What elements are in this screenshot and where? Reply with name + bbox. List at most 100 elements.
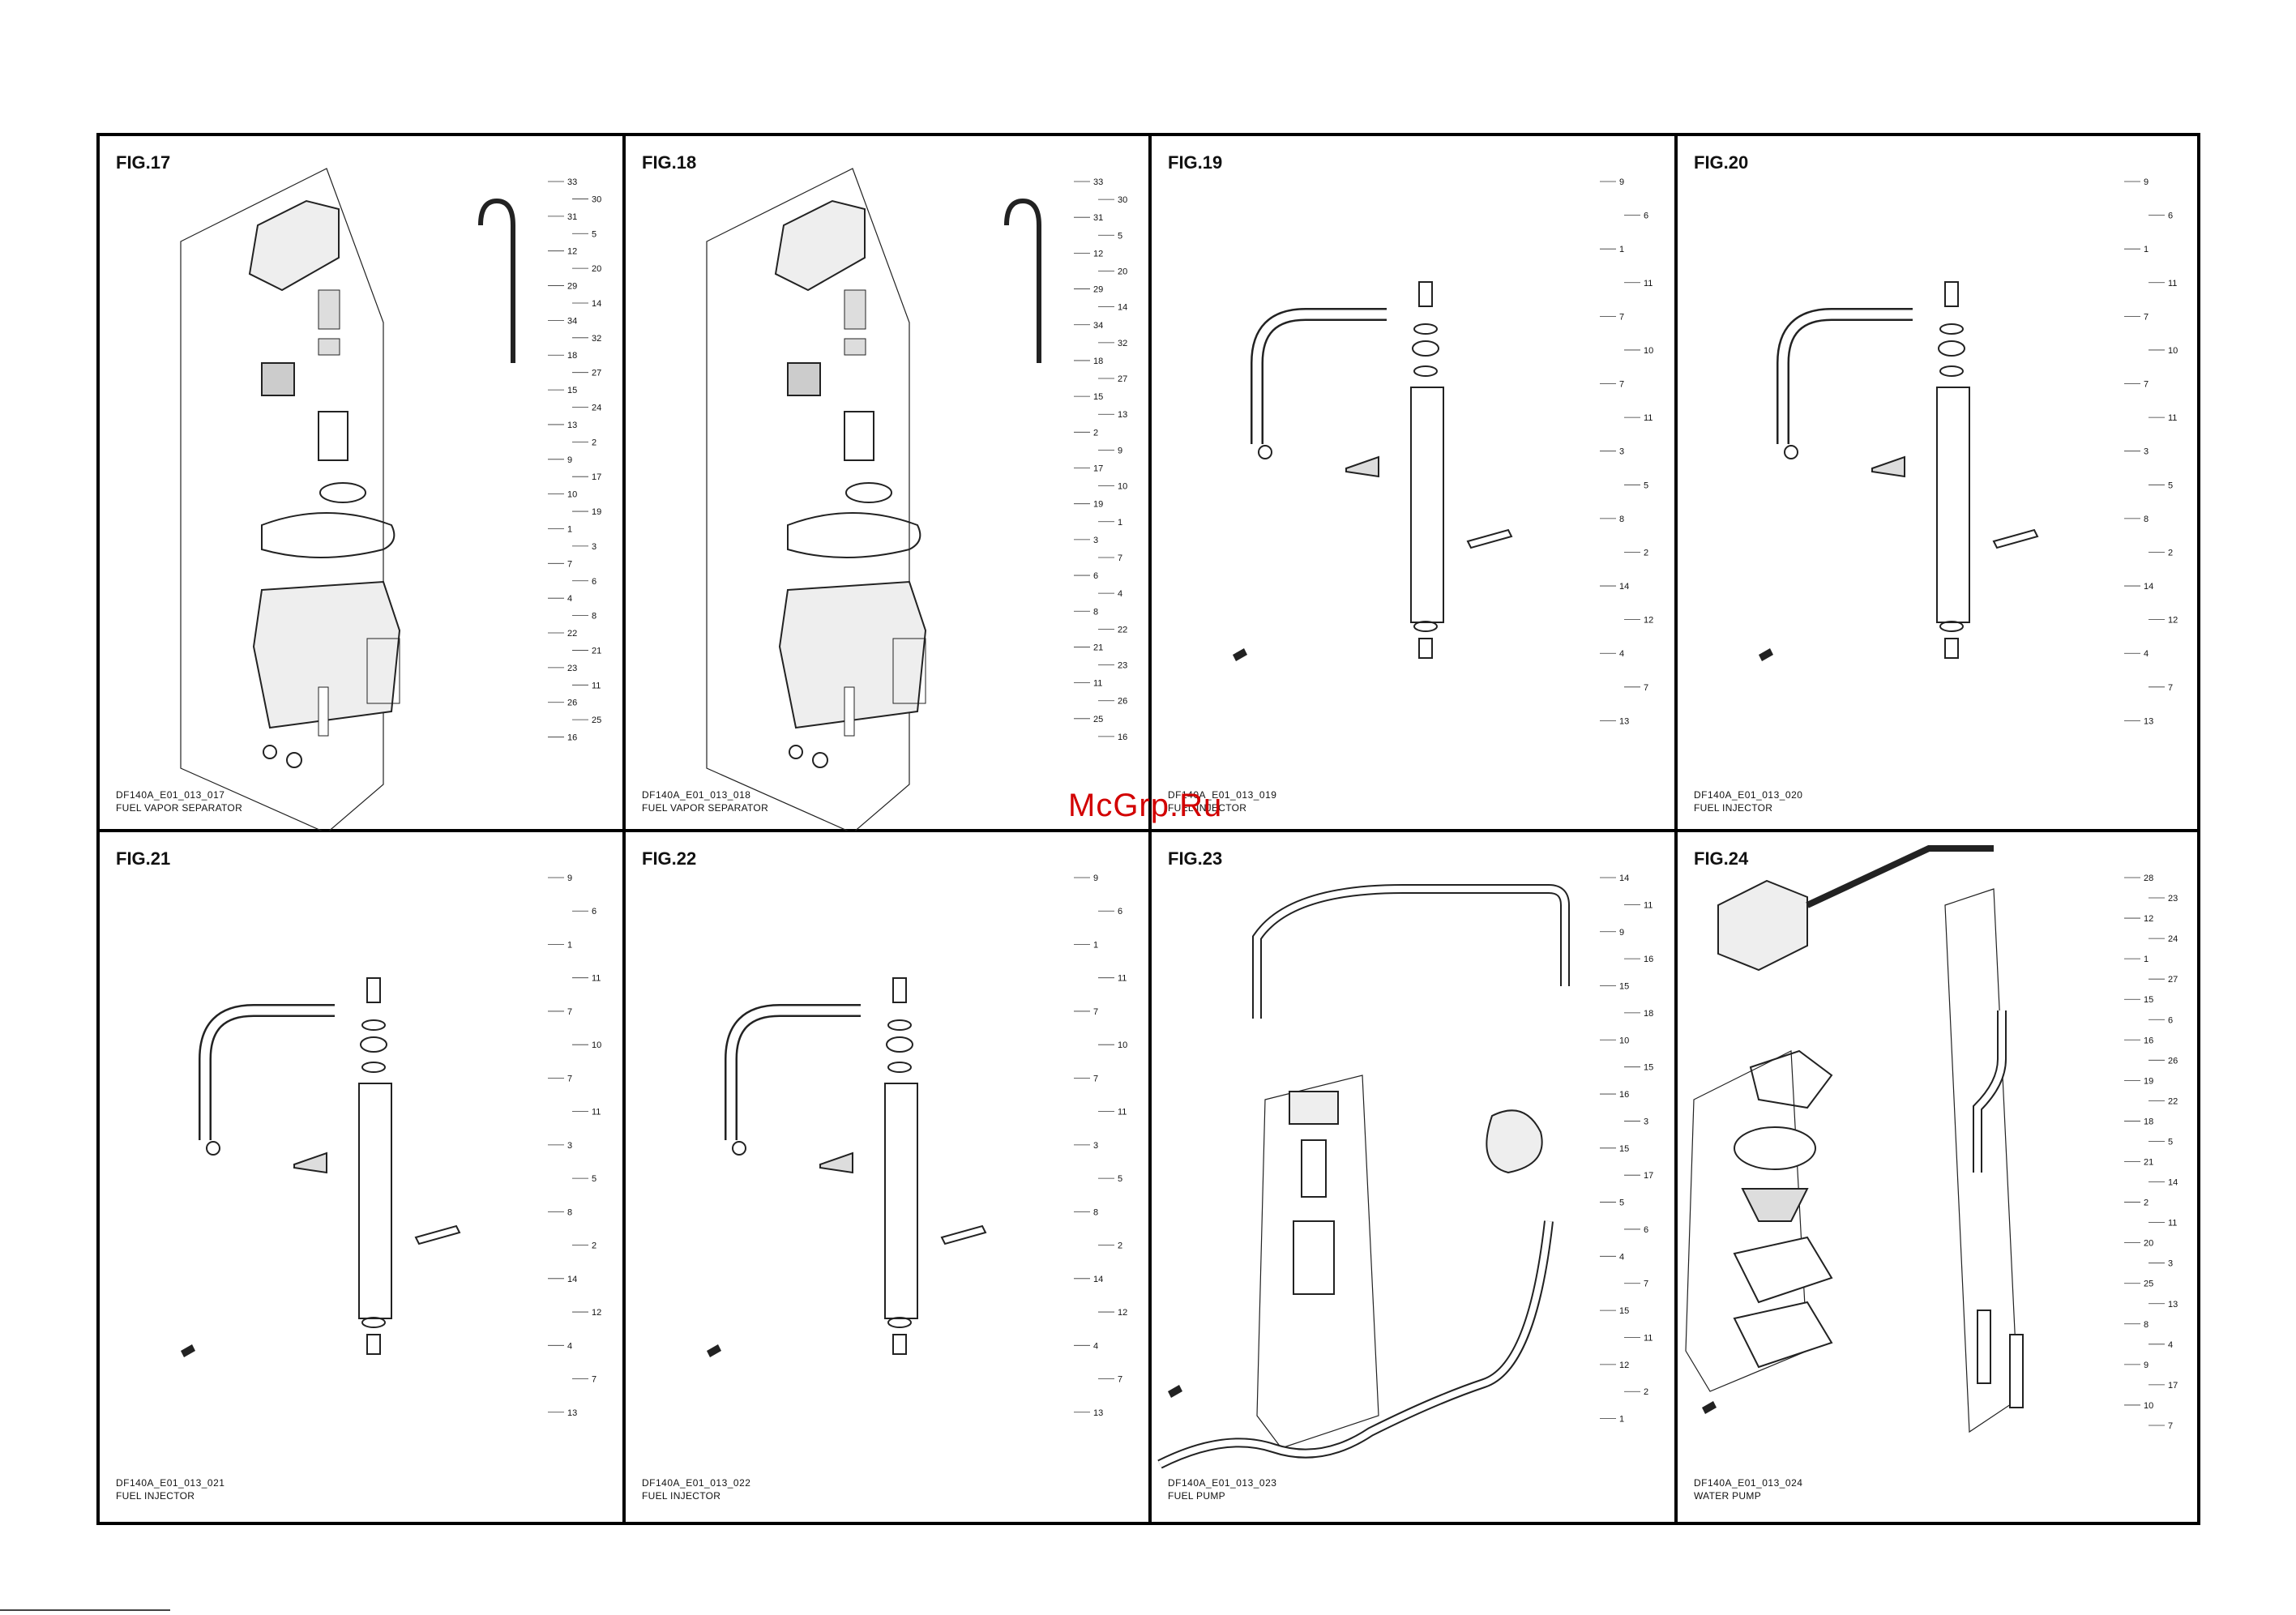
part-callout: 18 (1093, 357, 1103, 366)
part-callout: 11 (2168, 1219, 2177, 1228)
part-callout: 12 (1644, 616, 1653, 626)
part-callout: 8 (1093, 1207, 1098, 1217)
part-callout: 6 (1644, 211, 1648, 221)
part-callout: 7 (1644, 1280, 1648, 1289)
part-callout: 7 (1093, 1074, 1098, 1083)
footer-rule (0, 1609, 170, 1611)
part-callout: 20 (2144, 1239, 2153, 1249)
figure-caption: WATER PUMP (1694, 1490, 1761, 1502)
part-callout: 11 (2168, 279, 2177, 288)
part-callout: 4 (567, 594, 572, 604)
figure-code: DF140A_E01_013_021 (116, 1477, 225, 1489)
part-callout: 10 (1118, 1040, 1127, 1050)
part-callout: 18 (2144, 1117, 2153, 1126)
part-callout: 19 (2144, 1076, 2153, 1086)
part-callout: 7 (1644, 683, 1648, 693)
part-callout: 14 (1619, 874, 1629, 883)
part-callout: 7 (1619, 380, 1624, 390)
part-callout: 2 (1644, 1387, 1648, 1397)
part-callout: 9 (567, 874, 572, 883)
part-callout: 2 (1093, 428, 1098, 438)
part-callout: 13 (1118, 410, 1127, 420)
part-callout: 16 (2144, 1036, 2153, 1045)
part-callout: 12 (1118, 1308, 1127, 1318)
part-callout: 10 (2168, 346, 2178, 356)
part-callout: 29 (567, 282, 577, 292)
part-callout: 26 (567, 699, 577, 708)
part-callout: 4 (1619, 649, 1624, 659)
part-callout: 11 (1644, 900, 1653, 910)
figure-code: DF140A_E01_013_019 (1168, 789, 1277, 801)
figure-title: FIG.19 (1168, 152, 1223, 173)
part-callout: 6 (1093, 571, 1098, 581)
figure-caption: FUEL INJECTOR (116, 1490, 195, 1502)
part-callout: 15 (2144, 995, 2153, 1005)
part-callout: 6 (1644, 1225, 1648, 1235)
part-callout: 9 (2144, 177, 2148, 187)
figure-title: FIG.21 (116, 848, 171, 869)
part-callout: 3 (567, 1141, 572, 1151)
part-callout: 15 (1619, 1306, 1629, 1316)
part-callout: 8 (2144, 1320, 2148, 1330)
part-callout: 23 (2168, 894, 2178, 904)
figure-caption: FUEL INJECTOR (642, 1490, 721, 1502)
part-callout: 27 (2168, 975, 2178, 985)
fuel-vapor-separator-diagram: 3330315122029143432182715241329171019137… (180, 168, 601, 831)
figure-code: DF140A_E01_013_024 (1694, 1477, 1803, 1489)
part-callout: 7 (1118, 1375, 1122, 1385)
part-callout: 7 (1118, 553, 1122, 563)
part-callout: 10 (567, 490, 577, 500)
figure-title: FIG.17 (116, 152, 171, 173)
part-callout: 14 (1093, 1275, 1103, 1284)
figure-code: DF140A_E01_013_023 (1168, 1477, 1277, 1489)
part-callout: 11 (592, 1108, 601, 1117)
figure-code: DF140A_E01_013_022 (642, 1477, 751, 1489)
part-callout: 14 (592, 299, 601, 309)
part-callout: 14 (567, 1275, 577, 1284)
figure-title: FIG.24 (1694, 848, 1749, 869)
part-callout: 33 (567, 177, 577, 187)
part-callout: 1 (567, 524, 572, 534)
part-callout: 7 (2168, 1421, 2173, 1431)
part-callout: 10 (2144, 1401, 2153, 1411)
part-callout: 6 (2168, 211, 2173, 221)
part-callout: 3 (1093, 536, 1098, 545)
part-callout: 11 (1093, 679, 1102, 689)
part-callout: 10 (592, 1040, 601, 1050)
part-callout: 14 (2168, 1178, 2178, 1188)
part-callout: 1 (1118, 518, 1122, 528)
part-callout: 16 (1118, 733, 1127, 742)
part-callout: 15 (1619, 982, 1629, 992)
part-callout: 11 (1644, 279, 1653, 288)
watermark: McGrp.Ru (1068, 788, 1223, 823)
figure-caption: FUEL PUMP (1168, 1490, 1225, 1502)
part-callout: 16 (567, 733, 577, 743)
part-callout: 5 (1118, 231, 1122, 241)
part-callout: 9 (567, 455, 572, 465)
part-callout: 11 (1118, 974, 1127, 984)
part-callout: 12 (1619, 1361, 1629, 1370)
part-callout: 10 (1644, 346, 1653, 356)
part-callout: 5 (592, 1174, 596, 1184)
part-callout: 16 (1619, 1090, 1629, 1100)
part-callout: 9 (1619, 928, 1624, 938)
part-callout: 15 (1093, 392, 1103, 402)
part-callout: 25 (2144, 1280, 2153, 1289)
part-callout: 15 (1619, 1144, 1629, 1154)
figure-code: DF140A_E01_013_017 (116, 789, 225, 801)
part-callout: 6 (592, 577, 596, 587)
part-callout: 10 (1118, 482, 1127, 492)
part-callout: 2 (2144, 1198, 2148, 1208)
